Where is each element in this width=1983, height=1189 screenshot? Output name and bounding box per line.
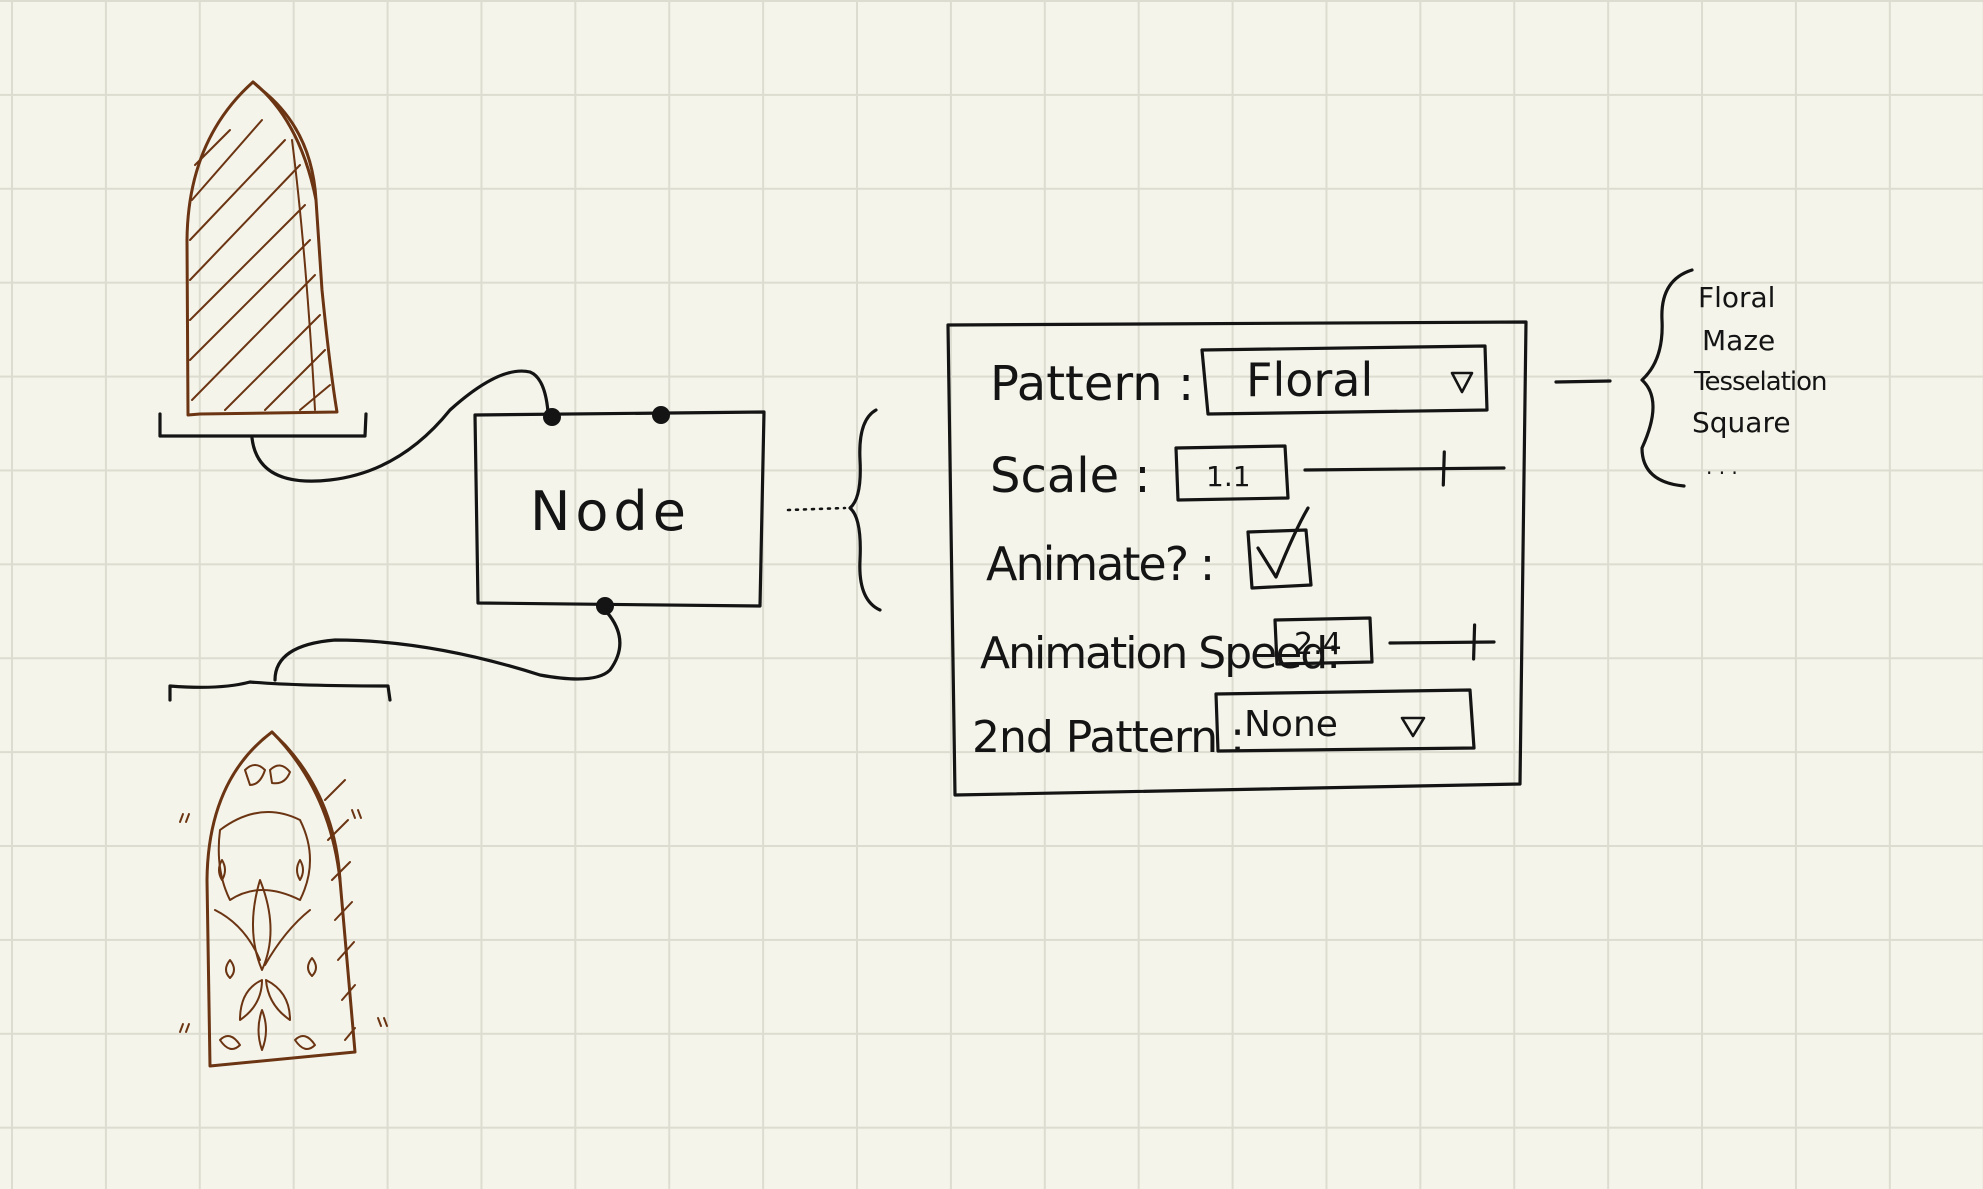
second-pattern-dropdown-value: None xyxy=(1244,704,1338,745)
output-bracket xyxy=(168,680,392,702)
pattern-dropdown-value: Floral xyxy=(1246,353,1373,407)
pattern-option[interactable]: Floral xyxy=(1698,281,1775,314)
animation-speed-input[interactable]: 2.4 xyxy=(1273,616,1374,666)
output-window-icon xyxy=(179,730,388,1068)
input-wire xyxy=(250,369,550,483)
animation-speed-slider-track xyxy=(1388,640,1496,645)
node-input-port-2[interactable] xyxy=(652,406,670,424)
animate-checkbox[interactable] xyxy=(1246,506,1313,590)
second-pattern-label: 2nd Pattern : xyxy=(972,712,1244,763)
pattern-options-leader xyxy=(1554,379,1612,384)
pattern-option[interactable]: Tesselation xyxy=(1693,367,1828,397)
pattern-options-list: Floral Maze Tesselation Square . . . xyxy=(1692,281,1828,479)
node-label: Node xyxy=(530,480,691,543)
triangle-down-icon xyxy=(1400,716,1426,738)
panel-brace xyxy=(848,408,882,612)
output-wire xyxy=(273,608,622,682)
scale-value: 1.1 xyxy=(1206,460,1251,493)
input-bracket xyxy=(158,412,368,438)
properties-panel xyxy=(946,320,1528,797)
scale-input[interactable]: 1.1 xyxy=(1174,444,1290,502)
pattern-option[interactable]: Square xyxy=(1692,406,1791,439)
animation-speed-label: Animation Speed: xyxy=(980,628,1339,679)
scale-slider-track xyxy=(1303,466,1506,472)
scale-label: Scale : xyxy=(990,448,1151,504)
animation-speed-slider-thumb[interactable] xyxy=(1471,623,1477,661)
node-panel-connector xyxy=(786,506,847,512)
animate-label: Animate? : xyxy=(986,537,1213,591)
node-output-port[interactable] xyxy=(596,597,614,615)
checkmark-icon xyxy=(1256,506,1310,579)
second-pattern-dropdown[interactable]: None xyxy=(1214,688,1476,753)
animation-speed-value: 2.4 xyxy=(1294,627,1342,662)
pattern-label: Pattern : xyxy=(990,356,1194,412)
scale-slider-thumb[interactable] xyxy=(1441,450,1446,487)
node-box[interactable]: Node xyxy=(473,406,766,615)
pattern-options-brace xyxy=(1640,268,1694,488)
pattern-option[interactable]: Maze xyxy=(1702,324,1775,357)
triangle-down-icon xyxy=(1450,371,1474,394)
scale-slider[interactable] xyxy=(1303,450,1506,487)
pattern-option-more: . . . xyxy=(1706,455,1738,479)
animation-speed-slider[interactable] xyxy=(1388,623,1496,661)
pattern-dropdown[interactable]: Floral xyxy=(1200,344,1489,416)
node-input-port[interactable] xyxy=(543,408,561,426)
input-window-icon xyxy=(185,80,339,417)
